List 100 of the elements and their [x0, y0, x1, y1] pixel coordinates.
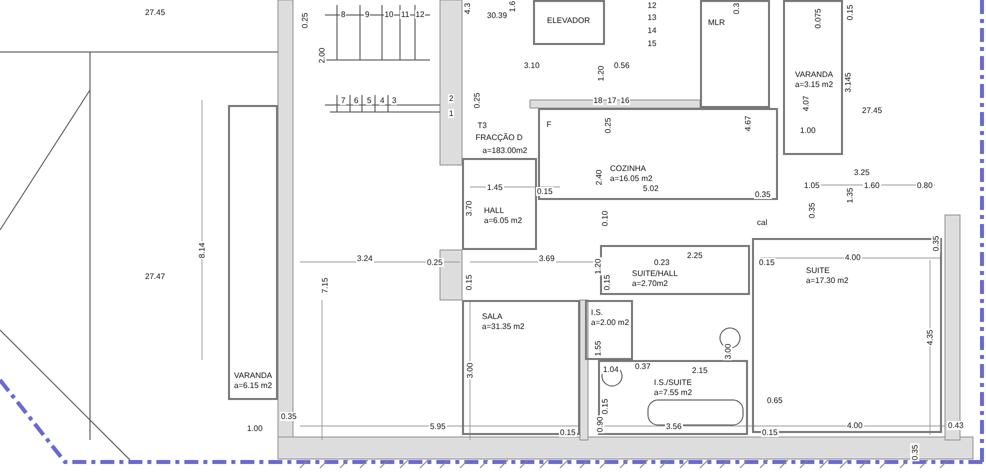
- dimension-label: 1.05: [803, 180, 821, 190]
- room-name: MLR: [708, 18, 725, 27]
- room-name: SALA: [482, 312, 502, 321]
- dimension-label: 0.3: [732, 1, 741, 15]
- room-outline: [783, 0, 843, 155]
- dimension-label: 0.35: [754, 190, 772, 198]
- room-area: a=2.00 m2: [591, 318, 630, 327]
- dimension-label: 2.15: [691, 366, 709, 374]
- step-number: 3: [391, 96, 398, 104]
- dimension-label: 0.25: [426, 258, 444, 266]
- room-name: ELEVADOR: [547, 16, 590, 25]
- area-label: 27.47: [144, 272, 166, 280]
- step-number: 6: [353, 96, 360, 104]
- dimension-label: 3.25: [853, 168, 871, 176]
- dimension-label: 4.00: [846, 420, 864, 430]
- dimension-label: 5.02: [642, 184, 660, 192]
- dimension-label: 8.14: [197, 241, 206, 259]
- dimension-label: 0.25: [472, 91, 482, 109]
- dimension-label: 3.10: [523, 60, 541, 70]
- room-name: SUITE: [806, 266, 830, 275]
- dimension-label: 1.20: [593, 257, 602, 275]
- dimension-label: 3.00: [723, 342, 732, 360]
- step-number: 5: [366, 96, 372, 104]
- dimension-label: 0.80: [916, 180, 934, 190]
- room-outline: [585, 300, 633, 360]
- dimension-label: 1.04: [602, 364, 620, 374]
- room-outline: [538, 108, 778, 200]
- step-number: 7: [340, 96, 346, 104]
- dimension-label: 0.90: [595, 415, 604, 433]
- dimension-label: 0.15: [602, 273, 612, 291]
- boiler-label: cal: [756, 218, 768, 226]
- dimension-label: 1.35: [845, 186, 854, 204]
- dimension-label: 1.6: [508, 0, 517, 13]
- dimension-label: 0.075: [814, 6, 823, 30]
- room-area: a=6.05 m2: [484, 216, 522, 225]
- area-label: 27.45: [144, 8, 166, 16]
- dimension-label: 3.00: [465, 361, 474, 379]
- step-number: 4: [379, 96, 386, 104]
- dimension-label: 0.25: [300, 11, 310, 29]
- room-name: I.S.: [591, 308, 604, 317]
- dimension-label: 0.35: [280, 412, 298, 420]
- dimension-label: 1.60: [863, 180, 881, 190]
- dimension-label: 1.20: [596, 64, 606, 82]
- area-label: 30.39: [486, 10, 508, 20]
- dimension-label: 1.00: [799, 126, 817, 134]
- dimension-label: 4.35: [925, 328, 934, 346]
- dimension-label: 0.65: [766, 396, 784, 404]
- room-name: COZINHA: [610, 164, 646, 173]
- step-number: 15: [646, 38, 658, 48]
- dimension-label: 4.3: [462, 1, 472, 15]
- dimension-label: 3.145: [844, 70, 853, 94]
- room-outline: [462, 300, 580, 435]
- room-name: I.S./SUITE: [654, 378, 692, 387]
- room-name: VARANDA: [234, 371, 272, 380]
- step-number: 12: [414, 10, 426, 18]
- step-number: 12: [646, 0, 658, 10]
- dimension-label: 0.25: [603, 116, 612, 134]
- area-label: 27.45: [861, 106, 884, 114]
- room-area: a=16.05 m2: [610, 174, 652, 183]
- dimension-label: 1.45: [486, 182, 504, 192]
- dimension-label: 0.23: [653, 258, 671, 266]
- step-number: 2: [448, 94, 454, 102]
- step-number: 18: [592, 96, 604, 104]
- room-name: HALL: [484, 206, 504, 215]
- dimension-label: 1.00: [246, 424, 264, 432]
- dimension-label: 0.15: [758, 258, 776, 266]
- unit-label: a=183.00m2: [482, 146, 528, 154]
- step-number: 9: [364, 10, 370, 18]
- step-number: 17: [606, 96, 618, 104]
- dimension-label: 2.40: [594, 168, 604, 186]
- dimension-label: 4.00: [844, 252, 862, 262]
- cabinet-mark: F: [546, 120, 552, 128]
- dimension-label: 2.00: [317, 46, 326, 64]
- room-area: a=7.55 m2: [654, 388, 692, 397]
- dimension-label: 3.24: [356, 254, 374, 262]
- dimension-label: 1.55: [593, 339, 602, 357]
- room-area: a=2.70m2: [632, 279, 668, 288]
- step-number: 8: [340, 10, 346, 18]
- room-outline: [462, 158, 537, 250]
- dimension-label: 3.56: [665, 422, 683, 430]
- room-outline: [598, 360, 748, 435]
- dimension-label: 7.15: [320, 276, 330, 294]
- room-outline: [700, 0, 770, 108]
- step-number: 1: [448, 108, 454, 118]
- room-area: a=31.35 m2: [482, 322, 524, 331]
- step-number: 11: [400, 10, 410, 18]
- step-number: 13: [646, 12, 658, 22]
- dimension-label: 0.15: [845, 3, 854, 21]
- step-number: 16: [620, 96, 630, 104]
- dimension-label: 4.67: [743, 114, 752, 132]
- room-outline: [228, 105, 278, 400]
- unit-label: FRACÇÃO D: [474, 132, 524, 142]
- dimension-label: 0.35: [931, 234, 940, 252]
- room-area: a=3.15 m2: [795, 80, 834, 89]
- dimension-label: 4.07: [801, 94, 810, 112]
- dimension-label: 0.43: [947, 420, 965, 430]
- unit-label: T3: [476, 120, 488, 130]
- dimension-label: 3.69: [538, 254, 556, 262]
- room-name: VARANDA: [795, 70, 834, 79]
- dimension-label: 0.15: [761, 428, 779, 436]
